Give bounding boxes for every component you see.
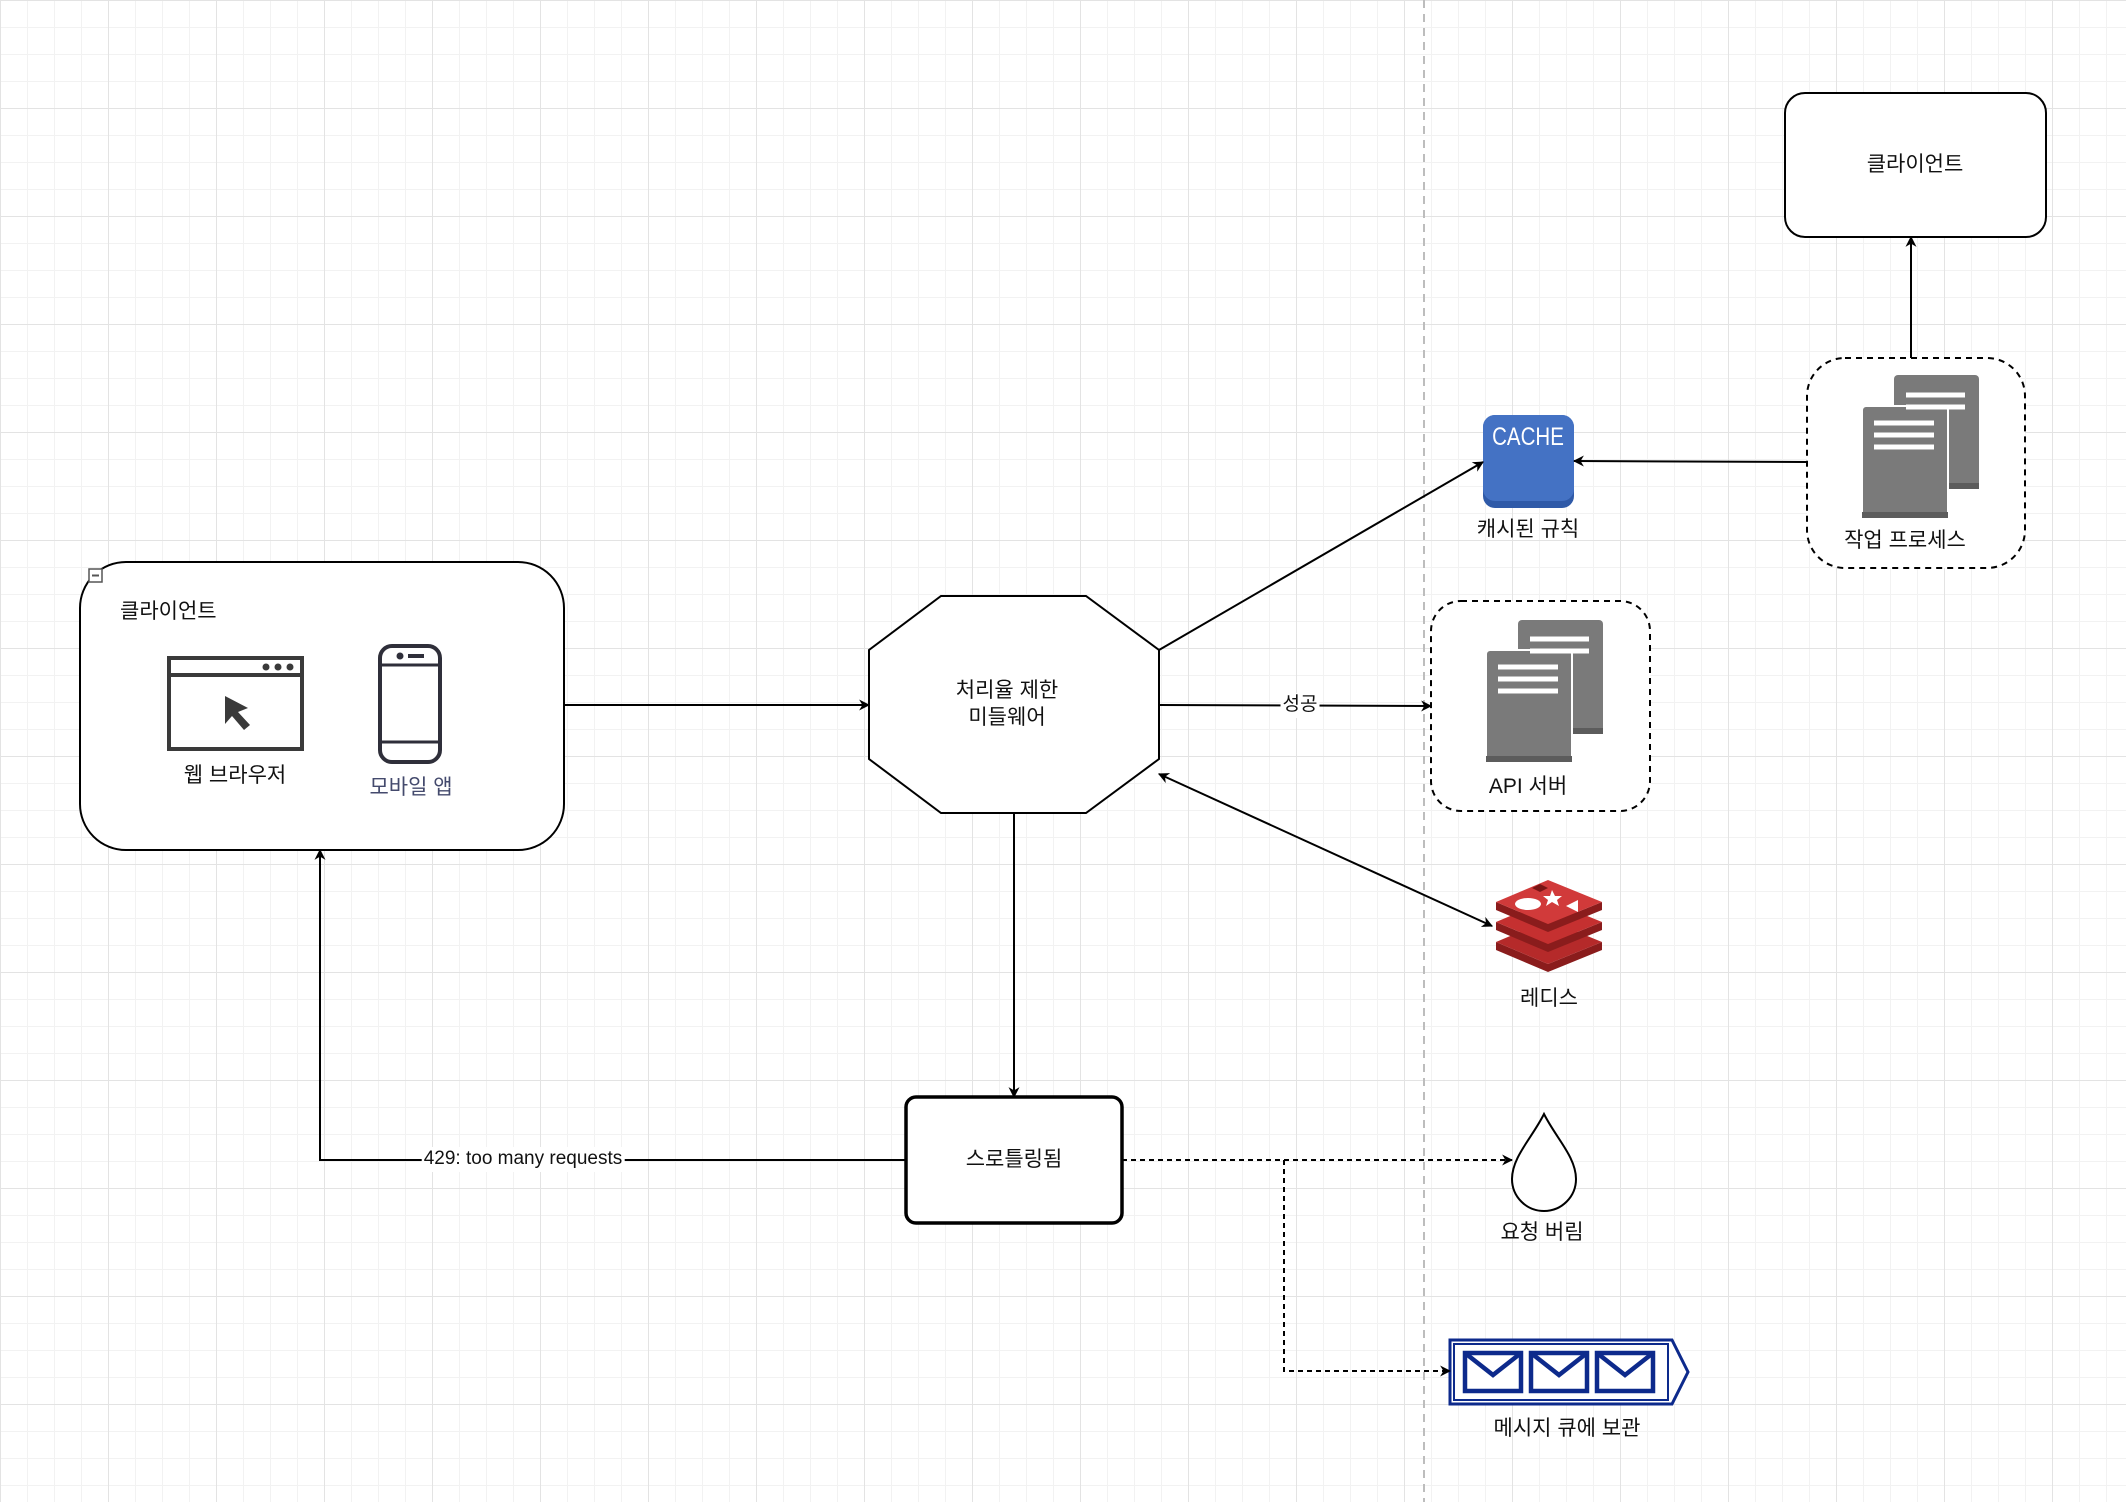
redis-label: 레디스 (1520, 987, 1578, 1010)
top-client-label: 클라이언트 (1866, 153, 1964, 176)
web-browser-icon (167, 656, 304, 751)
mobile-phone-icon (378, 644, 442, 764)
web-browser-label: 웹 브라우저 (183, 764, 287, 787)
edge-label-success: 성공 (1280, 693, 1320, 718)
redis-icon (1496, 880, 1602, 972)
cache-icon-text: CACHE (1492, 423, 1564, 451)
edge-middleware-redis[interactable] (1157, 773, 1494, 927)
edge-throttled-to-client[interactable] (314, 848, 906, 1161)
middleware-label-line1: 처리율 제한 (955, 679, 1059, 702)
edge-label-too-many-requests: 429: too many requests (421, 1147, 625, 1172)
worker-server-icon (1861, 375, 1979, 519)
throttled-label: 스로틀링됨 (965, 1148, 1063, 1171)
drop-label: 요청 버림 (1500, 1221, 1584, 1244)
worker-label: 작업 프로세스 (1844, 529, 1966, 552)
edge-middleware-to-cache[interactable] (1158, 461, 1484, 651)
message-queue-icon (1448, 1338, 1690, 1406)
client-group-label: 클라이언트 (120, 600, 217, 623)
cache-label: 캐시된 규칙 (1476, 518, 1580, 541)
edge-worker-to-cache[interactable] (1572, 455, 1808, 467)
middleware-label-line2: 미들웨어 (968, 706, 1046, 729)
queue-label: 메시지 큐에 보관 (1493, 1417, 1641, 1440)
collapse-icon[interactable] (88, 568, 103, 583)
cache-icon (1483, 415, 1574, 508)
api-server-label: API 서버 (1488, 775, 1568, 798)
edge-throttled-to-queue[interactable] (1283, 1160, 1452, 1377)
api-server-icon (1485, 620, 1603, 763)
rate-limiter-middleware-node[interactable] (868, 595, 1160, 814)
drop-request-icon (1510, 1111, 1578, 1212)
mobile-app-label: 모바일 앱 (369, 776, 453, 799)
